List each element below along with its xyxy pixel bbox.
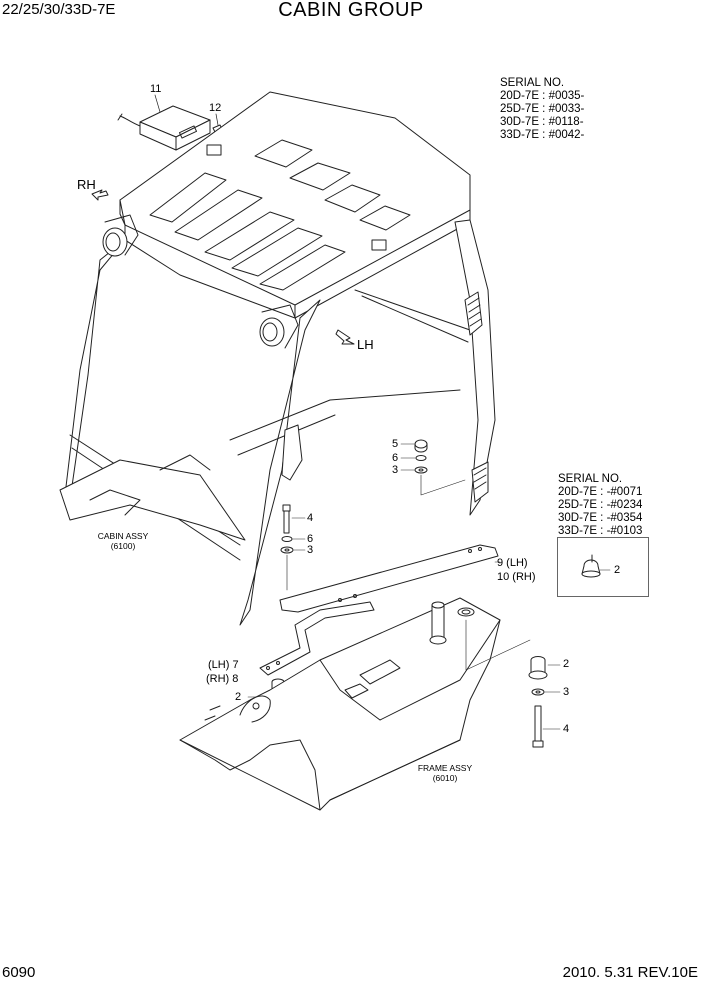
serial-heading: SERIAL NO. xyxy=(500,77,565,89)
part-6-washer-right xyxy=(400,455,427,461)
revision-date: 2010. 5.31 REV.10E xyxy=(562,964,698,981)
serial-heading: SERIAL NO. xyxy=(558,473,623,485)
callout-9-lh: 9 (LH) xyxy=(497,557,528,569)
cabin-pillars xyxy=(64,219,496,626)
callout-3: 3 xyxy=(392,464,399,476)
part-6-washer-left xyxy=(281,536,306,542)
part-7-8-bent-bracket xyxy=(259,601,375,676)
callout-7-lh: (LH) 7 xyxy=(208,659,239,671)
callout-3: 3 xyxy=(307,544,314,556)
serial-number-block-inset: SERIAL NO. 20D-7E : -#0071 25D-7E : -#02… xyxy=(558,473,642,538)
cabin-lower-frame xyxy=(59,454,246,541)
serial-line: 25D-7E : -#0234 xyxy=(558,499,643,511)
serial-line: 20D-7E : -#0071 xyxy=(558,486,643,498)
lh-label: LH xyxy=(357,337,374,352)
lh-direction-arrow xyxy=(335,329,355,345)
leader-line xyxy=(420,474,466,496)
frame-assy-code: (6010) xyxy=(432,773,458,783)
callout-3: 3 xyxy=(563,686,570,698)
cabin-assy-name: CABIN ASSY xyxy=(97,531,149,541)
part-2-inset-mount xyxy=(581,554,611,578)
callout-6: 6 xyxy=(392,452,399,464)
part-3-washer-right xyxy=(400,466,428,474)
page-title: CABIN GROUP xyxy=(278,0,424,21)
part-2-rubber-mount-right xyxy=(528,656,561,680)
side-vent-upper xyxy=(464,291,483,336)
callout-6: 6 xyxy=(307,533,314,545)
side-vent-lower xyxy=(471,461,489,503)
frame-assy-name: FRAME ASSY xyxy=(417,763,473,773)
part-4-bolt-left xyxy=(282,504,306,534)
part-4-bolt-bottom xyxy=(532,705,561,748)
part-5-cap xyxy=(400,439,428,453)
serial-line: 20D-7E : #0035- xyxy=(500,90,585,102)
inset-detail-box xyxy=(557,537,649,597)
callout-4: 4 xyxy=(563,723,570,735)
cabin-roof xyxy=(119,91,471,319)
frame-rear-post xyxy=(429,601,475,645)
callout-2: 2 xyxy=(235,691,242,703)
part-9-10-long-bracket xyxy=(279,544,501,613)
callout-10-rh: 10 (RH) xyxy=(497,571,536,583)
serial-line: 30D-7E : -#0354 xyxy=(558,512,643,524)
frame-assy-label: FRAME ASSY (6010) xyxy=(405,763,485,783)
serial-line: 33D-7E : #0042- xyxy=(500,129,585,141)
frame-body xyxy=(179,597,501,811)
part-3-washer-bottom xyxy=(531,688,561,696)
serial-line: 33D-7E : -#0103 xyxy=(558,525,643,537)
callout-8-rh: (RH) 8 xyxy=(206,673,239,685)
part-11-controller-box xyxy=(117,94,211,151)
serial-line: 25D-7E : #0033- xyxy=(500,103,585,115)
rear-work-light-right xyxy=(259,304,299,349)
serial-line: 30D-7E : #0118- xyxy=(500,116,584,128)
rh-label: RH xyxy=(77,177,96,192)
callout-11: 11 xyxy=(150,83,162,95)
leader-line xyxy=(465,619,531,671)
model-label: 22/25/30/33D-7E xyxy=(2,1,116,18)
callout-2-inset: 2 xyxy=(614,564,621,576)
rear-work-light-left xyxy=(102,214,139,257)
callout-2: 2 xyxy=(563,658,570,670)
page-number: 6090 xyxy=(2,964,36,981)
rh-direction-arrow xyxy=(91,189,109,201)
door-handle xyxy=(281,424,303,481)
cabin-assy-code: (6100) xyxy=(110,541,136,551)
callout-5: 5 xyxy=(392,438,399,450)
part-3-washer-left xyxy=(280,546,306,554)
callout-4: 4 xyxy=(307,512,314,524)
serial-number-block-top: SERIAL NO. 20D-7E : #0035- 25D-7E : #003… xyxy=(500,77,584,142)
cabin-assy-label: CABIN ASSY (6100) xyxy=(83,531,163,551)
callout-12: 12 xyxy=(209,102,222,114)
